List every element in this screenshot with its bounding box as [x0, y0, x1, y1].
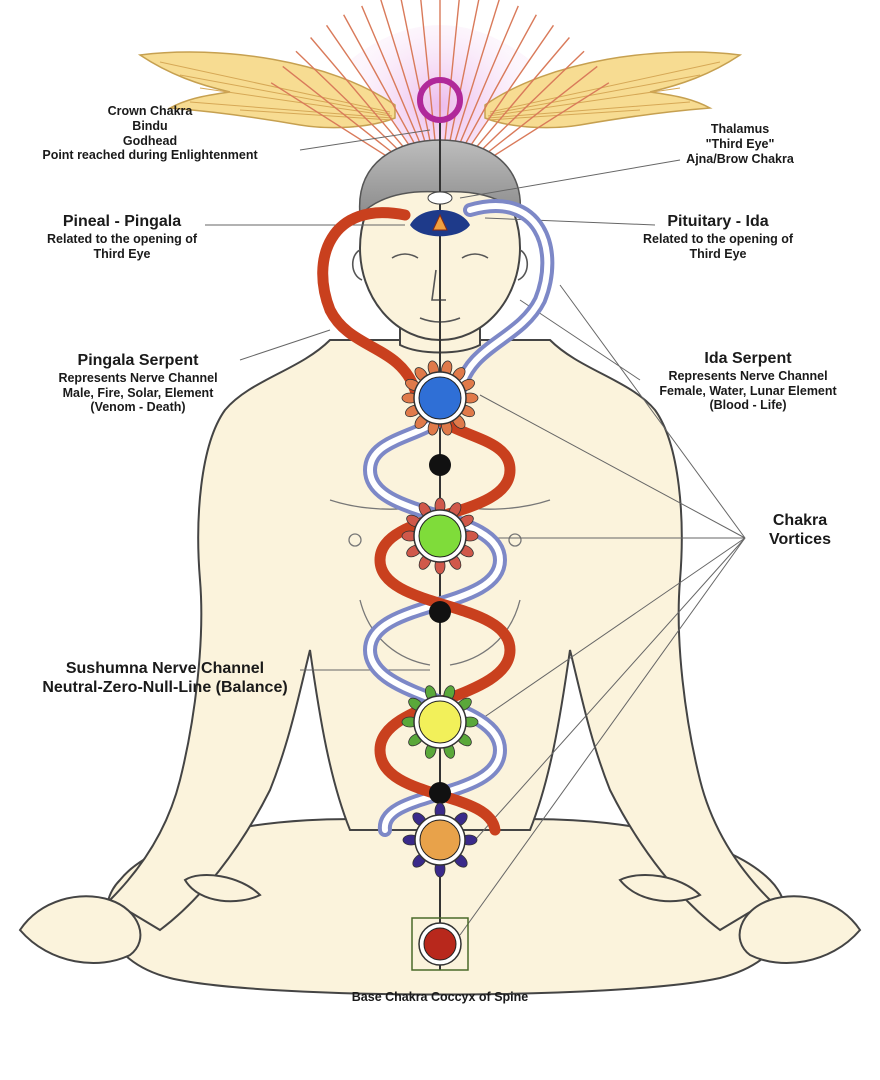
crown-chakra-ring: [417, 77, 463, 123]
thalamus-line-2: "Third Eye": [705, 136, 775, 151]
pituitary-line-2: Third Eye: [689, 246, 747, 261]
callout-lines: [205, 129, 746, 936]
sushumna-line-2: Neutral-Zero-Null-Line (Balance): [42, 678, 288, 696]
pingala-serpent-line-2: Male, Fire, Solar, Element: [62, 385, 214, 400]
pingala-serpent-title: Pingala Serpent: [77, 352, 199, 369]
ida-serpent-line-3: (Blood - Life): [709, 398, 787, 413]
left-wing: [137, 51, 396, 129]
vortices-line-1: Chakra: [772, 512, 828, 529]
pineal-title: Pineal - Pingala: [62, 213, 182, 230]
chakra-throat: [401, 360, 479, 436]
sushumna-line-1: Sushumna Nerve Channel: [65, 660, 265, 677]
crown-line-2: Bindu: [132, 118, 168, 133]
chakra-root: [418, 922, 462, 966]
chakra-group: [401, 360, 479, 966]
chakra-core: [418, 700, 462, 744]
chakra-core: [418, 376, 462, 420]
crown-line-3: Godhead: [122, 133, 178, 148]
ida-serpent: [362, 199, 555, 837]
crown-line-1: Crown Chakra: [107, 104, 193, 118]
crown-label: Crown Chakra Bindu Godhead Point reached…: [42, 104, 257, 163]
third-eye: [410, 191, 470, 237]
pineal-line-1: Related to the opening of: [47, 231, 197, 246]
vortices-label: Chakra Vortices: [769, 512, 831, 550]
ida-serpent-label: Ida Serpent Represents Nerve Channel Fem…: [659, 350, 836, 413]
pingala-serpent-line-1: Represents Nerve Channel: [58, 370, 218, 385]
thalamus-line-3: Ajna/Brow Chakra: [686, 151, 794, 166]
pituitary-label: Pituitary - Ida Related to the opening o…: [643, 213, 793, 261]
pingala-serpent: [317, 207, 516, 836]
thalamus-label: Thalamus "Third Eye" Ajna/Brow Chakra: [686, 122, 794, 166]
chakra-heart: [401, 497, 479, 575]
base-square: [411, 917, 469, 971]
crown-line-4: Point reached during Enlightenment: [42, 148, 258, 163]
pingala-serpent-label: Pingala Serpent Represents Nerve Channel…: [58, 352, 217, 415]
pituitary-line-1: Related to the opening of: [643, 231, 793, 246]
ida-serpent-title: Ida Serpent: [704, 350, 792, 367]
pituitary-title: Pituitary - Ida: [667, 213, 769, 230]
chakra-core: [419, 819, 461, 861]
pingala-serpent-line-3: (Venom - Death): [90, 400, 186, 415]
thalamus-line-1: Thalamus: [710, 122, 770, 136]
face: [351, 249, 529, 323]
pineal-line-2: Third Eye: [93, 246, 151, 261]
base-line: Base Chakra Coccyx of Spine: [351, 990, 529, 1004]
vortices-line-2: Vortices: [769, 530, 831, 548]
ida-serpent-line-2: Female, Water, Lunar Element: [659, 383, 837, 398]
right-wing: [484, 51, 743, 129]
pineal-label: Pineal - Pingala Related to the opening …: [47, 213, 197, 261]
chakra-solar-plexus: [401, 685, 479, 759]
chakra-core: [423, 927, 457, 961]
chakra-sacral: [402, 802, 478, 878]
base-chakra-label: Base Chakra Coccyx of Spine: [352, 990, 528, 1005]
sushumna-label: Sushumna Nerve Channel Neutral-Zero-Null…: [42, 660, 287, 698]
ida-serpent-line-1: Represents Nerve Channel: [668, 368, 828, 383]
spine-nodes: [429, 454, 451, 804]
chakra-core: [418, 514, 462, 558]
